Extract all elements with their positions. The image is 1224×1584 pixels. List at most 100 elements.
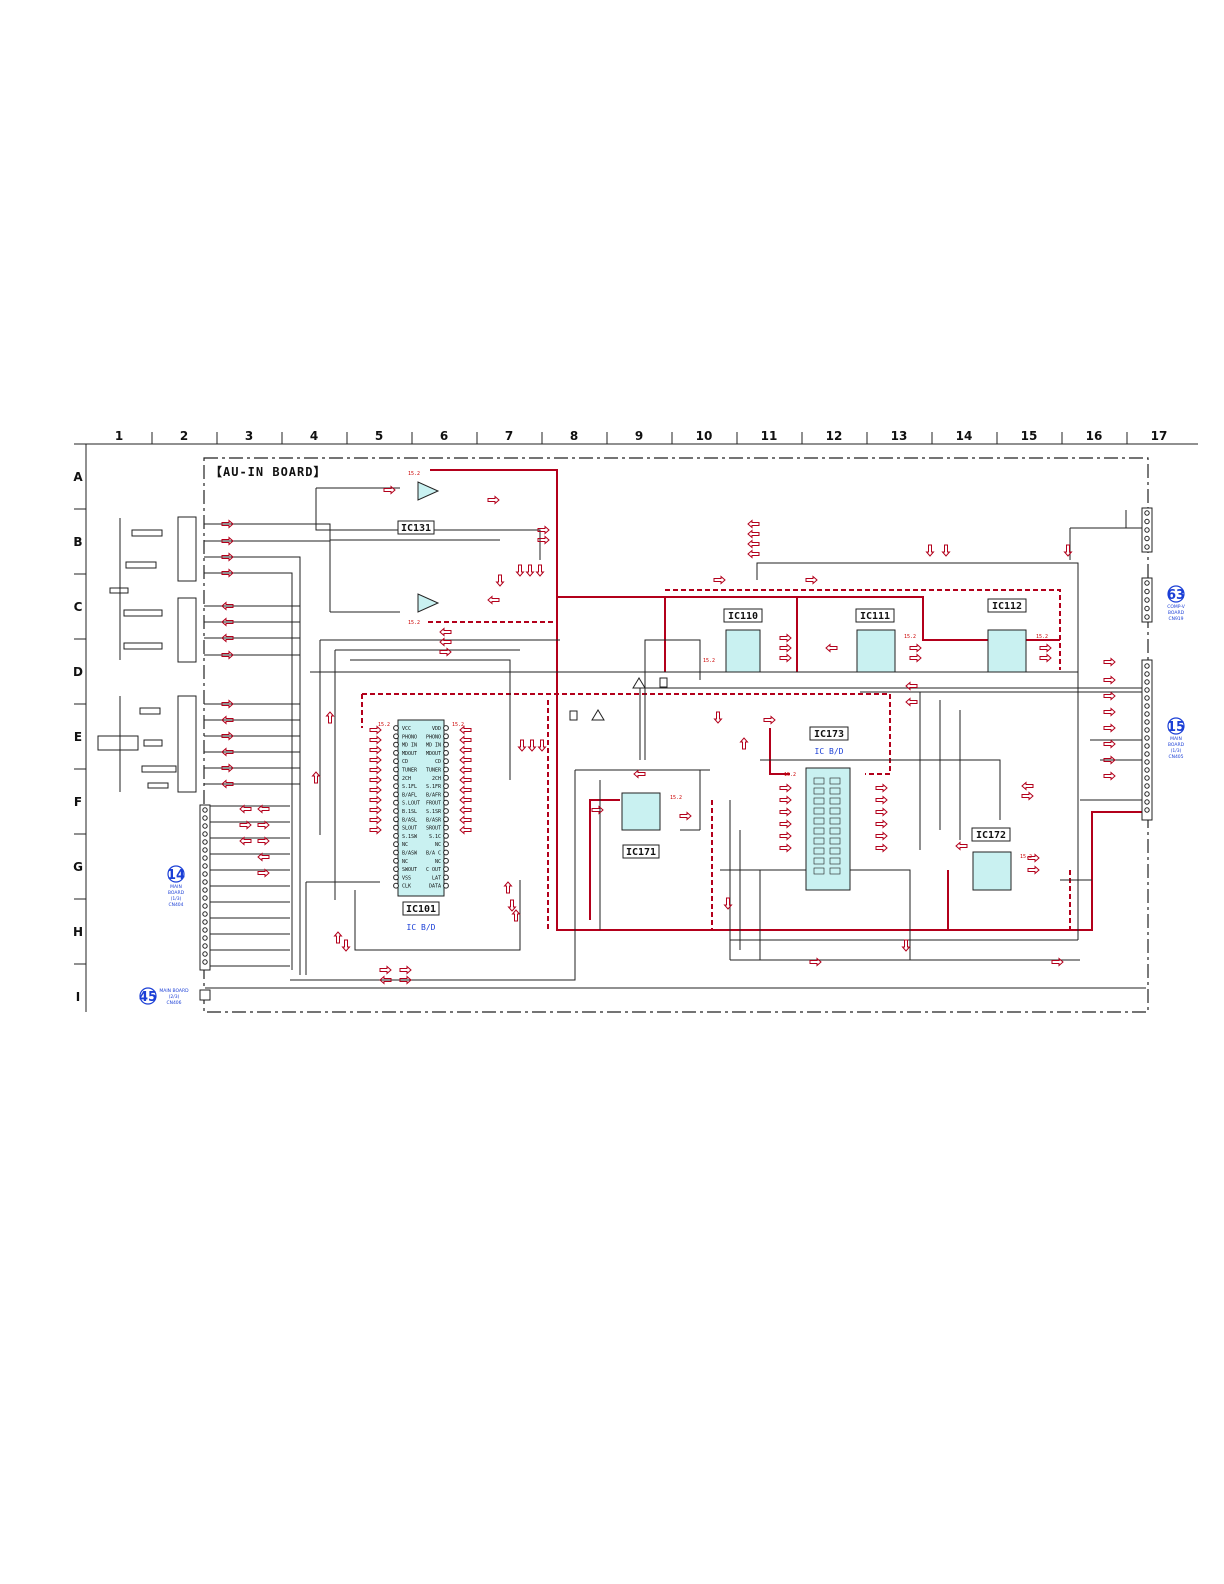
- ic101-pin: [443, 758, 449, 765]
- input-jacks: [97, 516, 197, 793]
- ic101-pin-label-left: MDOUT: [402, 751, 417, 757]
- ic101-pin: [393, 824, 399, 831]
- connector-14-label: 14 MAIN BOARD (1/3) CN404: [167, 865, 185, 908]
- signal-arrow: [713, 575, 726, 585]
- jack-block-b: [177, 516, 197, 582]
- ic101-pin: [393, 783, 399, 789]
- power-rail-main: [430, 469, 1146, 931]
- grid-col-4: 4: [310, 429, 318, 443]
- ic131-label-box: [397, 520, 435, 535]
- signal-arrow: [379, 965, 392, 975]
- connector-pin: [1144, 588, 1150, 595]
- connector-45-line1: MAIN BOARD: [159, 988, 189, 994]
- signal-arrow: [257, 804, 270, 814]
- ic101-pin-label-left: MD IN: [402, 743, 417, 749]
- signal-arrow: [399, 975, 412, 985]
- ic101-pin-label-right: B/ASR: [426, 817, 442, 823]
- signal-arrow: [1027, 865, 1040, 875]
- connector-63-line1: COMP-V: [1167, 604, 1186, 610]
- signal-arrow: [515, 564, 525, 577]
- ic101-pin: [443, 866, 449, 872]
- ic172-label-box: [971, 827, 1011, 842]
- connector-pin: [1144, 580, 1150, 586]
- connector-pin: [1144, 527, 1150, 533]
- signal-arrow: [517, 739, 527, 752]
- ic171: IC171 15.2: [621, 792, 682, 859]
- signal-arrow: [925, 544, 935, 557]
- connector-pin: [202, 919, 208, 925]
- ic173-cell: [813, 797, 825, 805]
- ic101-pin: [443, 808, 449, 814]
- ic111-body: [856, 629, 896, 673]
- signal-arrow: [221, 715, 234, 725]
- ic173-cell: [829, 797, 841, 805]
- signal-arrow: [459, 775, 472, 785]
- ic131-voltage-top: 15.2: [408, 471, 420, 477]
- ic112-voltage: 15.2: [1036, 634, 1048, 640]
- jack-plug-9: [141, 765, 177, 773]
- signal-arrow: [905, 697, 918, 707]
- ic173-cell: [829, 807, 841, 815]
- connector-pin: [1144, 799, 1150, 805]
- ic101-pin-label-right: B/AFR: [426, 792, 442, 798]
- ic101-pin-label-right: S.1C: [429, 834, 441, 840]
- signal-arrow: [257, 852, 270, 862]
- signal-arrow: [507, 899, 517, 912]
- signal-arrow: [747, 549, 760, 559]
- connector-15-number: 15: [1167, 720, 1185, 735]
- connector-pin: [1144, 735, 1150, 741]
- connector-45-circle: [139, 987, 157, 1005]
- ic110-voltage: 15.2: [703, 658, 715, 664]
- signal-arrow: [369, 765, 382, 775]
- signal-arrow: [941, 544, 951, 557]
- grid-col-12: 12: [826, 429, 843, 443]
- ic101-pin: [443, 766, 449, 773]
- ic101-pin-label-right: NC: [435, 842, 441, 848]
- grid-col-7: 7: [505, 429, 513, 443]
- board-outline: [203, 457, 1149, 1013]
- connector-pin: [1144, 605, 1150, 612]
- signal-arrow: [525, 564, 535, 577]
- ic101-pin-label-left: B/AFL: [402, 792, 417, 798]
- connector-pin: [202, 951, 208, 957]
- ic131-voltage-bottom: 15.2: [408, 620, 420, 626]
- connector-pin: [1144, 510, 1150, 516]
- ic172: IC172 15.2: [971, 827, 1032, 891]
- connector-15-line2: BOARD: [1168, 742, 1185, 748]
- signal-arrow: [909, 643, 922, 653]
- signal-arrow: [1021, 791, 1034, 801]
- connector-63-circle: [1167, 585, 1185, 603]
- connector-14-pins: [202, 807, 208, 965]
- ic173-cell: [813, 857, 825, 865]
- signal-arrow: [369, 775, 382, 785]
- signal-arrow: [487, 595, 500, 605]
- jack-plug-3: [109, 587, 129, 594]
- signal-arrow: [221, 763, 234, 773]
- signal-arrow: [399, 965, 412, 975]
- signal-arrow: [459, 785, 472, 795]
- ic173-cell: [813, 827, 825, 835]
- grid-col-17: 17: [1151, 429, 1168, 443]
- connector-pin: [1144, 807, 1150, 813]
- connector-pin: [1144, 759, 1150, 765]
- ic173-voltage: 15.2: [784, 772, 796, 778]
- ic173-cell: [829, 837, 841, 845]
- ic101-pin: [393, 882, 399, 889]
- signal-arrow: [459, 765, 472, 775]
- ic171-label: IC171: [626, 847, 656, 858]
- signal-arrow: [459, 735, 472, 745]
- ic101-pin-label-left: 2CH: [402, 776, 411, 782]
- ic101-pin: [443, 725, 449, 731]
- ic101-pin-label-left: VSS: [402, 875, 411, 881]
- signal-direction-arrows: [221, 485, 1116, 985]
- grid-col-10: 10: [696, 429, 713, 443]
- ic173-cell: [813, 777, 825, 785]
- ic173-cell: [813, 837, 825, 845]
- ic112: IC112 15.2: [987, 598, 1048, 673]
- ic173-cell: [829, 817, 841, 825]
- connector-pin: [1144, 719, 1150, 725]
- ic173-cell: [813, 807, 825, 815]
- connector-15-circle: [1167, 717, 1185, 735]
